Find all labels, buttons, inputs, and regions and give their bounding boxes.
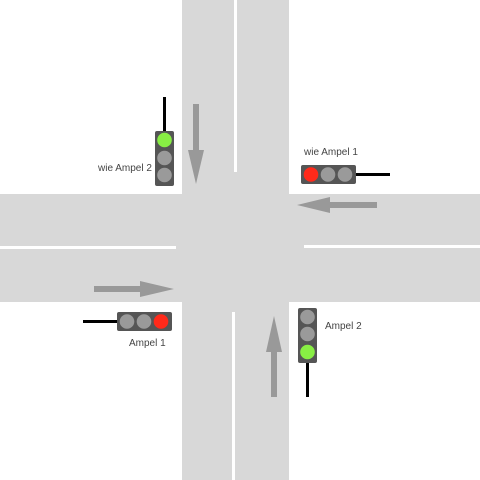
- signal-label: wie Ampel 1: [303, 147, 358, 158]
- lamp-green: [300, 344, 315, 360]
- lamp-off: [300, 326, 315, 342]
- direction-arrows: [94, 104, 377, 397]
- lamp-off: [320, 167, 336, 182]
- lamp-off: [337, 167, 353, 182]
- south-arrow-icon: [266, 316, 282, 397]
- traffic-light-ampel-1: Ampel 1: [83, 312, 172, 349]
- center-line-west: [0, 246, 176, 249]
- lamp-off: [136, 314, 152, 329]
- traffic-light-east: wie Ampel 1: [301, 147, 390, 184]
- lamp-off: [300, 309, 315, 325]
- east-arrow-icon: [297, 197, 377, 213]
- lamp-off: [157, 167, 172, 183]
- signal-label: Ampel 2: [325, 321, 362, 332]
- center-line-east: [304, 245, 480, 248]
- center-line-north: [234, 0, 237, 172]
- lamp-green: [157, 132, 172, 148]
- lamp-red: [303, 167, 319, 182]
- signal-label: Ampel 1: [129, 338, 166, 349]
- lamp-red: [153, 314, 169, 329]
- traffic-light-north: wie Ampel 2: [97, 97, 174, 186]
- center-line-south: [232, 312, 235, 480]
- lamp-off: [119, 314, 135, 329]
- traffic-light-ampel-2: Ampel 2: [298, 308, 362, 397]
- west-arrow-icon: [94, 281, 174, 297]
- north-arrow-icon: [188, 104, 204, 184]
- signal-label: wie Ampel 2: [97, 163, 152, 174]
- lamp-off: [157, 150, 172, 166]
